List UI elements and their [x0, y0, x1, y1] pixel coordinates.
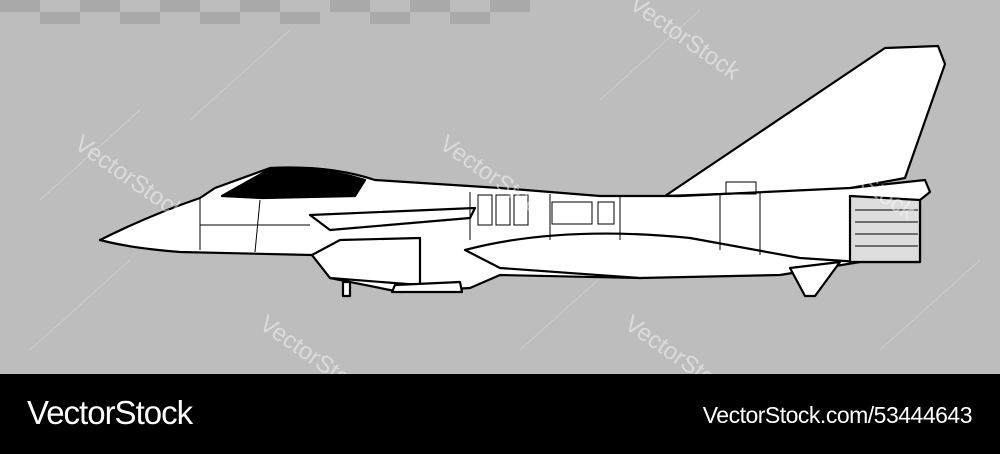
footer-bar: VectorStock VectorStock.com/53444643: [0, 374, 1000, 454]
pylon: [390, 280, 464, 294]
brand-logo[interactable]: VectorStock: [27, 394, 193, 431]
checker-strip: [0, 0, 530, 24]
aircraft-illustration: [0, 0, 981, 351]
jet: [98, 44, 947, 298]
intake: [310, 236, 422, 287]
image-reference: VectorStock.com/53444643: [702, 402, 973, 428]
ventral-fin: [788, 260, 842, 298]
canopy: [220, 167, 367, 200]
panel-lines: [199, 181, 918, 255]
gear-door: [341, 280, 352, 298]
